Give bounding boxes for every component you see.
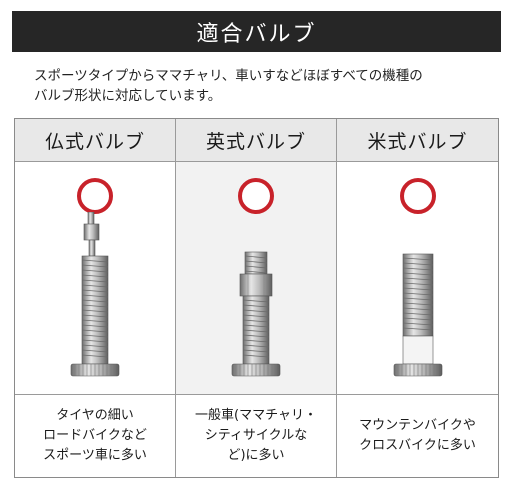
page-title: 適合バルブ <box>12 11 501 52</box>
column-schrader: 米式バルブ <box>337 119 498 477</box>
column-image-presta <box>15 162 175 395</box>
column-dunlop: 英式バルブ <box>176 119 337 477</box>
compatible-ring-icon <box>77 178 113 214</box>
column-image-dunlop <box>176 162 336 395</box>
compatible-ring-icon <box>238 178 274 214</box>
column-header-presta: 仏式バルブ <box>15 119 175 162</box>
column-header-dunlop: 英式バルブ <box>176 119 336 162</box>
column-image-schrader <box>337 162 498 395</box>
schrader-valve-icon <box>393 253 442 377</box>
compatible-ring-icon <box>399 178 436 214</box>
valve-table: 仏式バルブ <box>14 118 499 478</box>
column-text-schrader: マウンテンバイクや クロスバイクに多い <box>359 418 476 453</box>
column-header-schrader: 米式バルブ <box>337 119 498 162</box>
column-text-presta: タイヤの細い ロードバイクなど スポーツ車に多い <box>43 408 147 463</box>
description: スポーツタイプからママチャリ、車いすなどほぼすべての機種の バルブ形状に対応して… <box>34 68 423 104</box>
dunlop-valve-icon <box>231 251 281 377</box>
column-presta: 仏式バルブ <box>15 119 176 477</box>
column-text-dunlop: 一般車(ママチャリ・ シティサイクルな ど)に多い <box>195 408 317 463</box>
presta-valve-icon <box>70 212 120 377</box>
page-title-text: 適合バルブ <box>196 21 317 47</box>
